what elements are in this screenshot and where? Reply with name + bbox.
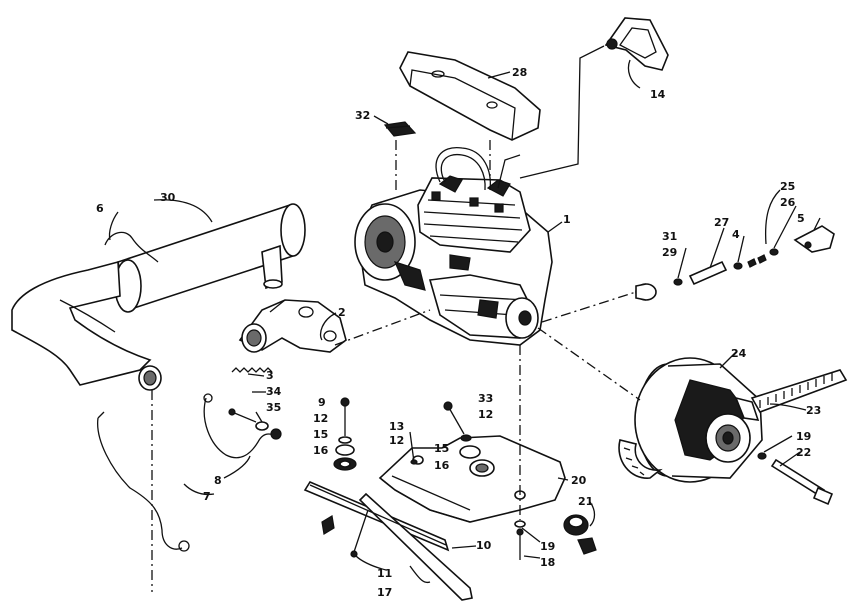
exhaust-hanger-cable xyxy=(97,417,183,550)
washer-bottom xyxy=(514,520,526,528)
callout-1: 1 xyxy=(563,213,571,226)
exhaust-manifold xyxy=(238,299,347,353)
callout-17: 17 xyxy=(377,586,392,599)
leader-lines xyxy=(108,59,821,584)
mounting-bracket xyxy=(604,17,669,71)
callout-34: 34 xyxy=(266,385,282,398)
callout-24: 24 xyxy=(731,347,747,360)
callout-27: 27 xyxy=(714,216,729,229)
engine-block xyxy=(354,175,553,346)
bolt-11 xyxy=(353,509,369,553)
engine-mount-plate xyxy=(378,435,566,523)
callout-22: 22 xyxy=(796,446,811,459)
callout-33: 33 xyxy=(478,392,493,405)
mount-hardware-right xyxy=(443,401,481,459)
exhaust-spring-clip xyxy=(104,231,159,263)
callout-35: 35 xyxy=(266,401,281,414)
assembly-centerlines xyxy=(334,45,641,520)
linkage-assembly xyxy=(635,225,835,301)
mounting-rails xyxy=(303,480,473,601)
callout-14: 14 xyxy=(650,88,666,101)
callout-29: 29 xyxy=(662,246,677,259)
callout-3: 3 xyxy=(266,369,274,382)
callout-4: 4 xyxy=(732,228,740,241)
decal-part xyxy=(383,121,417,137)
bolt-34 xyxy=(231,411,257,423)
callout-18: 18 xyxy=(540,556,555,569)
callout-19a: 19 xyxy=(540,540,555,553)
exhaust-hanger-wire xyxy=(203,397,277,459)
callout-19b: 19 xyxy=(796,430,811,443)
callout-21: 21 xyxy=(578,495,593,508)
callout-13: 13 xyxy=(389,420,404,433)
callout-16b: 16 xyxy=(434,459,450,472)
rubber-mount xyxy=(563,514,597,555)
callout-5: 5 xyxy=(797,212,805,225)
air-silencer-pad xyxy=(399,51,541,141)
bolt-13 xyxy=(409,431,415,463)
callout-labels: 1 2 3 4 5 6 7 8 9 10 11 12 12 12 13 14 1… xyxy=(96,66,821,599)
exhaust-muffler xyxy=(11,203,306,391)
callout-6: 6 xyxy=(96,202,104,215)
callout-31: 31 xyxy=(662,230,677,243)
drive-clutch xyxy=(634,357,763,483)
callout-25: 25 xyxy=(780,180,795,193)
callout-23: 23 xyxy=(806,404,821,417)
callout-2: 2 xyxy=(338,306,346,319)
callout-10: 10 xyxy=(476,539,492,552)
callout-26: 26 xyxy=(780,196,796,209)
callout-16a: 16 xyxy=(313,444,329,457)
exhaust-spring xyxy=(231,367,273,373)
callout-30: 30 xyxy=(160,191,176,204)
mount-hardware-left xyxy=(333,397,357,471)
clutch-washer xyxy=(757,452,767,460)
callout-20: 20 xyxy=(571,474,587,487)
callout-15b: 15 xyxy=(434,442,449,455)
callout-12c: 12 xyxy=(478,408,493,421)
callout-7: 7 xyxy=(203,490,211,503)
callout-12a: 12 xyxy=(313,412,328,425)
callout-8: 8 xyxy=(214,474,222,487)
drive-belt xyxy=(618,369,848,479)
callout-11: 11 xyxy=(377,567,392,580)
callout-15a: 15 xyxy=(313,428,328,441)
callout-12b: 12 xyxy=(389,434,404,447)
callout-32: 32 xyxy=(355,109,370,122)
spark-plug-wires xyxy=(435,147,521,191)
callout-9: 9 xyxy=(318,396,326,409)
callout-28: 28 xyxy=(512,66,527,79)
washer-35 xyxy=(255,421,269,431)
